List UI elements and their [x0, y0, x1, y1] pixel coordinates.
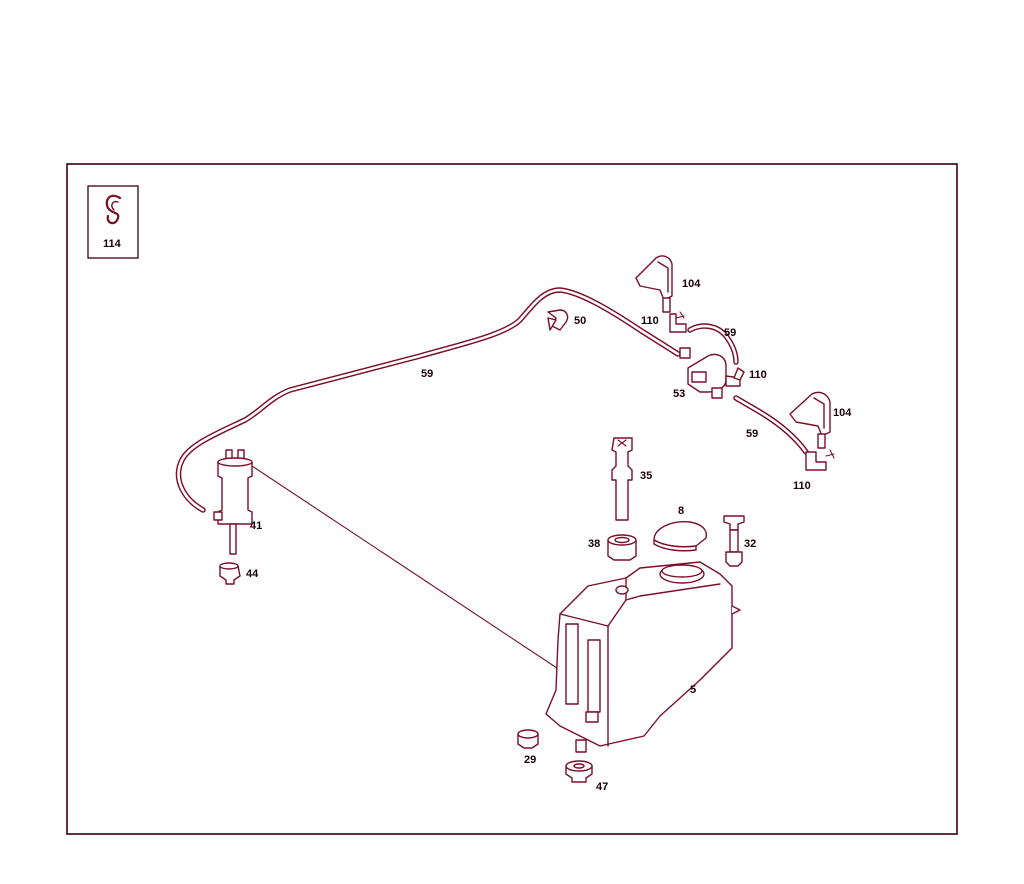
- washer-reservoir: [545, 561, 741, 753]
- filler-tube: [611, 437, 633, 521]
- label-elbow-mid: 110: [749, 369, 767, 381]
- nozzle-top: [635, 255, 673, 313]
- elbow-mid: [733, 367, 745, 381]
- hose-top-right: [687, 323, 739, 365]
- hose-lower-right: [733, 395, 809, 455]
- label-valve: 53: [673, 388, 685, 400]
- label-cap: 8: [678, 505, 684, 517]
- level-sensor: [723, 515, 745, 567]
- pump-wire: [251, 465, 573, 679]
- diagram-frame: [66, 163, 958, 835]
- label-main-hose: 59: [421, 368, 433, 380]
- label-rubber-mount: 47: [596, 781, 608, 793]
- label-pump: 41: [250, 520, 262, 532]
- washer-pump: [213, 449, 253, 555]
- nozzle-right: [789, 391, 831, 449]
- check-valve: [679, 347, 741, 399]
- elbow-top: [669, 311, 687, 333]
- label-filler-tube: 35: [640, 470, 652, 482]
- label-level-sensor: 32: [744, 538, 756, 550]
- label-elbow-bottom: 110: [793, 480, 811, 492]
- label-grommet-small: 29: [524, 754, 536, 766]
- inset-part-number: 114: [103, 238, 122, 250]
- grommet-small: [517, 729, 539, 749]
- label-grommet: 38: [588, 538, 600, 550]
- label-elbow-top: 110: [641, 315, 659, 327]
- label-pump-seal: 44: [246, 568, 259, 580]
- main-hose: [175, 287, 681, 513]
- label-hose-top-right: 59: [724, 327, 736, 339]
- rubber-mount: [565, 760, 593, 783]
- hose-clip: [547, 309, 569, 331]
- grommet: [607, 534, 637, 561]
- label-reservoir: 5: [690, 684, 696, 696]
- label-hose-lower-right: 59: [746, 428, 758, 440]
- pump-seal: [219, 562, 241, 585]
- elbow-bottom: [805, 449, 835, 471]
- label-clip: 50: [574, 315, 586, 327]
- label-nozzle-right: 104: [833, 407, 852, 419]
- label-nozzle-top: 104: [682, 278, 701, 290]
- reservoir-cap: [653, 521, 708, 552]
- inset-clip-box: 114: [87, 185, 139, 259]
